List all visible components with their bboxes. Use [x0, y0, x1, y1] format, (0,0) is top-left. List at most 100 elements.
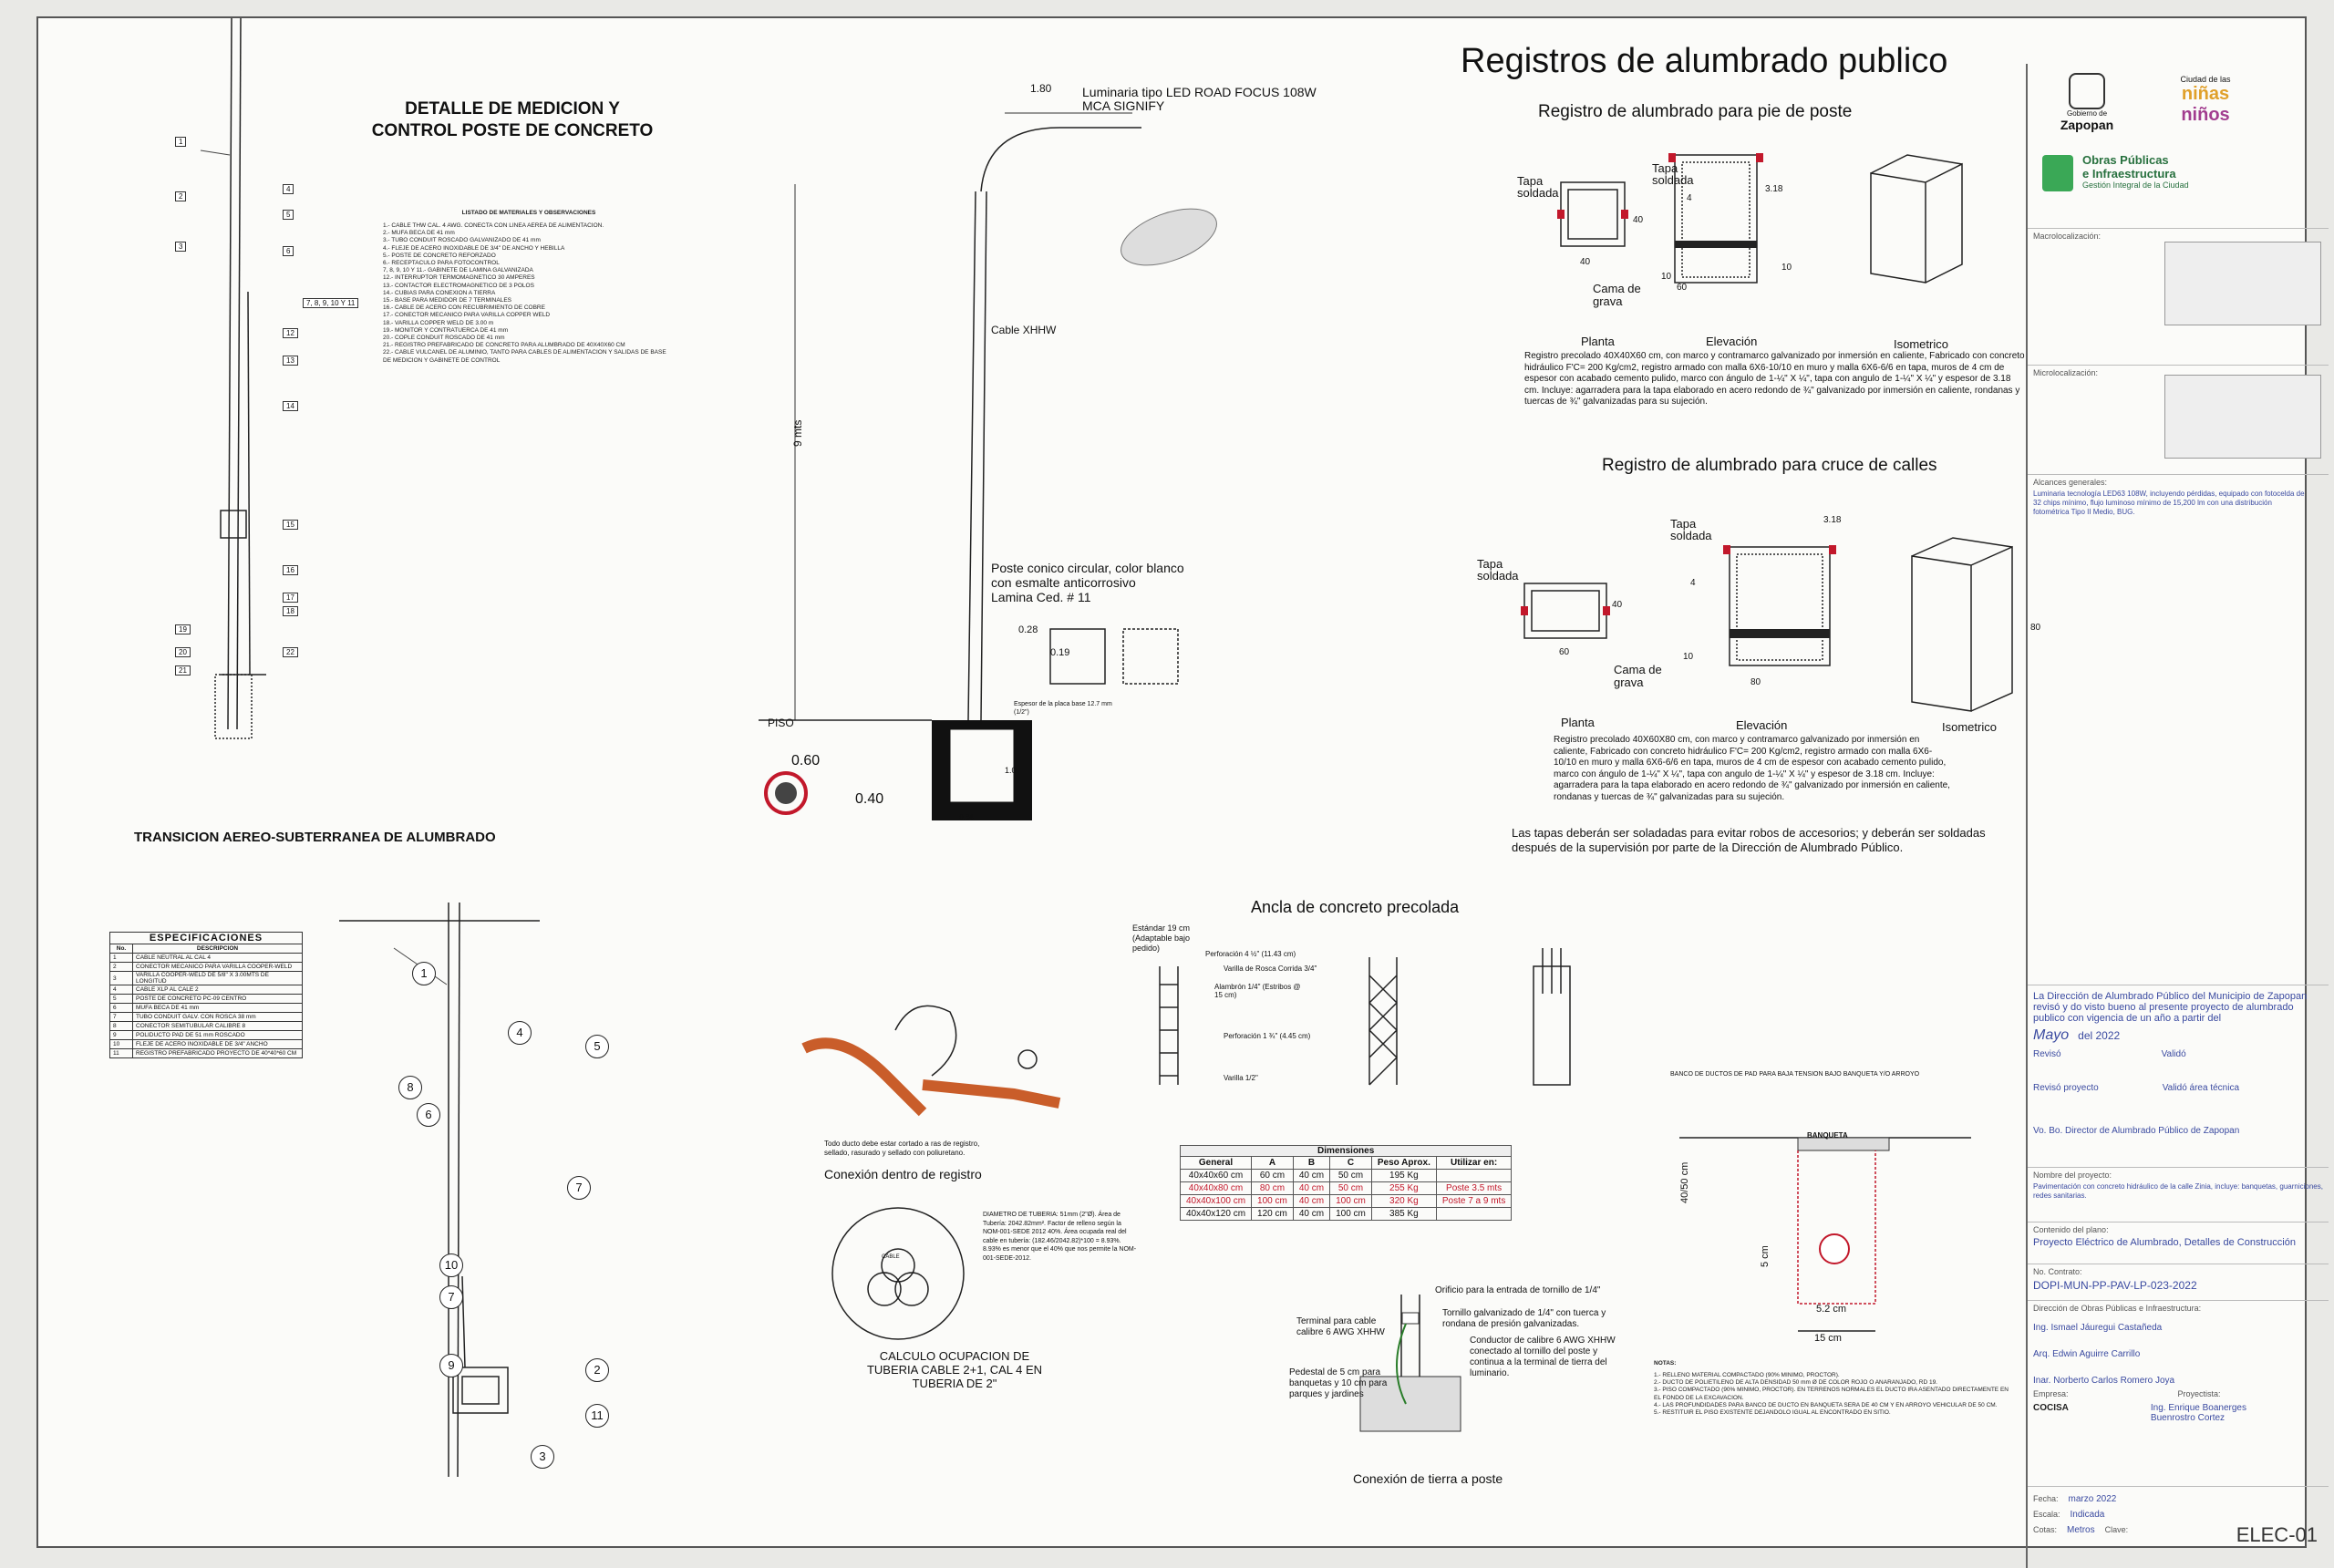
- spec-desc: FLEJE DE ACERO INOXIDABLE DE 3/4" ANCHO: [132, 1039, 303, 1049]
- calculo-text: DIAMETRO DE TUBERIA: 51mm (2"Ø). Área de…: [983, 1212, 1137, 1262]
- dims-cell: 40x40x80 cm: [1179, 1181, 1253, 1195]
- spec-desc: POLIDUCTO PAD DE 51 mm ROSCADO: [132, 1030, 303, 1040]
- material-item: 22.- CABLE VULCANEL DE ALUMINIO, TANTO P…: [383, 349, 666, 364]
- transicion-callout: 1: [412, 962, 436, 985]
- detalle-callout: 13: [283, 356, 298, 366]
- detalle-callout: 12: [283, 328, 298, 338]
- tierra-pedestal: Pedestal de 5 cm para banquetas y 10 cm …: [1289, 1367, 1388, 1399]
- main-title: Registros de alumbrado publico: [1461, 42, 1948, 80]
- detalle-callout: 7, 8, 9, 10 Y 11: [303, 298, 359, 308]
- material-item: 3.- TUBO CONDUIT ROSCADO GALVANIZADO DE …: [383, 237, 541, 244]
- spec-desc: CABLE NEUTRAL AL CAL 4: [132, 953, 303, 963]
- spec-desc: VARILLA COOPER-WELD DE 5/8" X 3.00MTS DE…: [132, 971, 303, 985]
- banco-nota: 5.- RESTITUIR EL PISO EXISTENTE DEJANDOL…: [1654, 1409, 1891, 1417]
- dim-10: 1.0: [1005, 766, 1017, 775]
- tierra-terminal: Terminal para cable calibre 6 AWG XHHW: [1296, 1316, 1385, 1337]
- transicion-callout: 10: [439, 1253, 463, 1277]
- spec-no: 4: [109, 985, 133, 995]
- spec-desc: MUFA BECA DE 41 mm: [132, 1003, 303, 1013]
- datos-plano: Fecha: marzo 2022 Escala: Indicada Cotas…: [2028, 1486, 2329, 1551]
- concrete-pole-drawing: [200, 17, 266, 739]
- banco-d4050: 40/50 cm: [1679, 1161, 1690, 1203]
- reg-cruce-elevacion: Elevación: [1736, 718, 1788, 732]
- luminaria-label: Luminaria tipo LED ROAD FOCUS 108W MCA S…: [1082, 85, 1317, 113]
- spec-no: 1: [109, 953, 133, 963]
- pole-height: 9 mts: [791, 419, 804, 447]
- dims-cell: 320 Kg: [1370, 1194, 1437, 1208]
- material-item: 17.- CONECTOR MECANICO PARA VARILLA COPP…: [383, 312, 551, 319]
- conexion-registro-title: Conexión dentro de registro: [824, 1167, 982, 1181]
- tierra-tornillo: Tornillo galvanizado de 1/4" con tuerca …: [1442, 1308, 1606, 1329]
- dims-cell: 195 Kg: [1370, 1169, 1437, 1182]
- dims-cell: 40 cm: [1292, 1194, 1331, 1208]
- detalle-callout: 20: [175, 647, 191, 657]
- dims-cell: 100 cm: [1329, 1194, 1372, 1208]
- material-item: 5.- POSTE DE CONCRETO REFORZADO: [383, 252, 496, 259]
- ciudad-ninos-logo: Ciudad de las niñas niños: [2180, 75, 2231, 125]
- microlocalizacion: Microlocalización:: [2028, 365, 2329, 475]
- detalle-callout: 21: [175, 665, 191, 676]
- zapopan-shield-icon: [2069, 73, 2105, 109]
- banco-drawing: [1679, 1137, 1971, 1332]
- transicion-callout: 9: [439, 1354, 463, 1377]
- plan-sheet: Registros de alumbrado publico DETALLE D…: [36, 16, 2329, 1568]
- banco-nota: 3.- PISO COMPACTADO (90% MINIMO, PROCTOR…: [1654, 1387, 2009, 1401]
- dims-cell: 100 cm: [1329, 1207, 1372, 1221]
- dims-header: General: [1179, 1156, 1253, 1170]
- reg-pie-d60: 60: [1677, 283, 1688, 293]
- dims-cell: 40 cm: [1292, 1169, 1331, 1182]
- dim-060: 0.60: [791, 753, 821, 769]
- material-item: 21.- REGISTRO PREFABRICADO DE CONCRETO P…: [383, 342, 625, 349]
- dims-cell: 385 Kg: [1370, 1207, 1437, 1221]
- reg-cruce-d4: 4: [1690, 578, 1696, 588]
- alcances: Alcances generales: Luminaria tecnología…: [2028, 474, 2329, 985]
- cable-label-small: CABLE: [882, 1254, 900, 1260]
- spec-no: 7: [109, 1012, 133, 1022]
- ancla-varilla: Varilla 1/2": [1224, 1074, 1258, 1082]
- spec-header-desc: DESCRIPCION: [132, 944, 303, 954]
- material-item: 16.- CABLE DE ACERO CON RECUBRIMIENTO DE…: [383, 304, 545, 312]
- reg-cruce-tapa-planta: Tapa soldada: [1477, 557, 1519, 583]
- banco-notas: 1.- RELLENO MATERIAL COMPACTADO (90% MIN…: [1654, 1372, 2009, 1417]
- reg-cruce-d10: 10: [1683, 652, 1694, 662]
- gobierno-logo: Gobierno de Zapopan: [2037, 73, 2137, 132]
- dims-cell: Poste 3.5 mts: [1435, 1181, 1513, 1195]
- transicion-callout: 6: [417, 1103, 440, 1127]
- banco-nota: 2.- DUCTO DE POLIETILENO DE ALTA DENSIDA…: [1654, 1379, 1937, 1387]
- spec-no: 9: [109, 1030, 133, 1040]
- transicion-pole-drawing: [339, 902, 540, 1478]
- reg-cruce-drawings: [1521, 537, 2013, 712]
- dims-cell: 50 cm: [1329, 1181, 1372, 1195]
- dims-cell: 40 cm: [1292, 1207, 1331, 1221]
- spec-no: 5: [109, 994, 133, 1004]
- dims-cell: 255 Kg: [1370, 1181, 1437, 1195]
- conexion-registro-drawing: [801, 1005, 1061, 1117]
- spec-no: 8: [109, 1021, 133, 1031]
- spec-no: 11: [109, 1048, 133, 1058]
- dims-cell: 50 cm: [1329, 1169, 1372, 1182]
- spec-desc: CONECTOR SEMITUBULAR CALIBRE 8: [132, 1021, 303, 1031]
- calculo-title: CALCULO OCUPACION DE TUBERIA CABLE 2+1, …: [866, 1349, 1043, 1390]
- material-item: 6.- RECEPTACULO PARA FOTOCONTROL: [383, 260, 500, 267]
- dim-064: 0.64: [959, 813, 974, 821]
- dims-header: B: [1292, 1156, 1331, 1170]
- reg-cruce-d80: 80: [1750, 677, 1761, 687]
- spec-header-no: No.: [109, 944, 133, 954]
- obras-logo-icon: [2042, 155, 2073, 191]
- transicion-callout: 2: [585, 1358, 609, 1382]
- reg-pie-tapa-planta: Tapa soldada: [1517, 174, 1559, 200]
- reg-cruce-tapa-elev: Tapa soldada: [1670, 517, 1712, 542]
- detalle-title: DETALLE DE MEDICION Y CONTROL POSTE DE C…: [371, 99, 654, 140]
- obras-publicas-logo: Obras Públicas e Infraestructura Gestión…: [2042, 153, 2319, 191]
- micro-map: [2164, 375, 2321, 459]
